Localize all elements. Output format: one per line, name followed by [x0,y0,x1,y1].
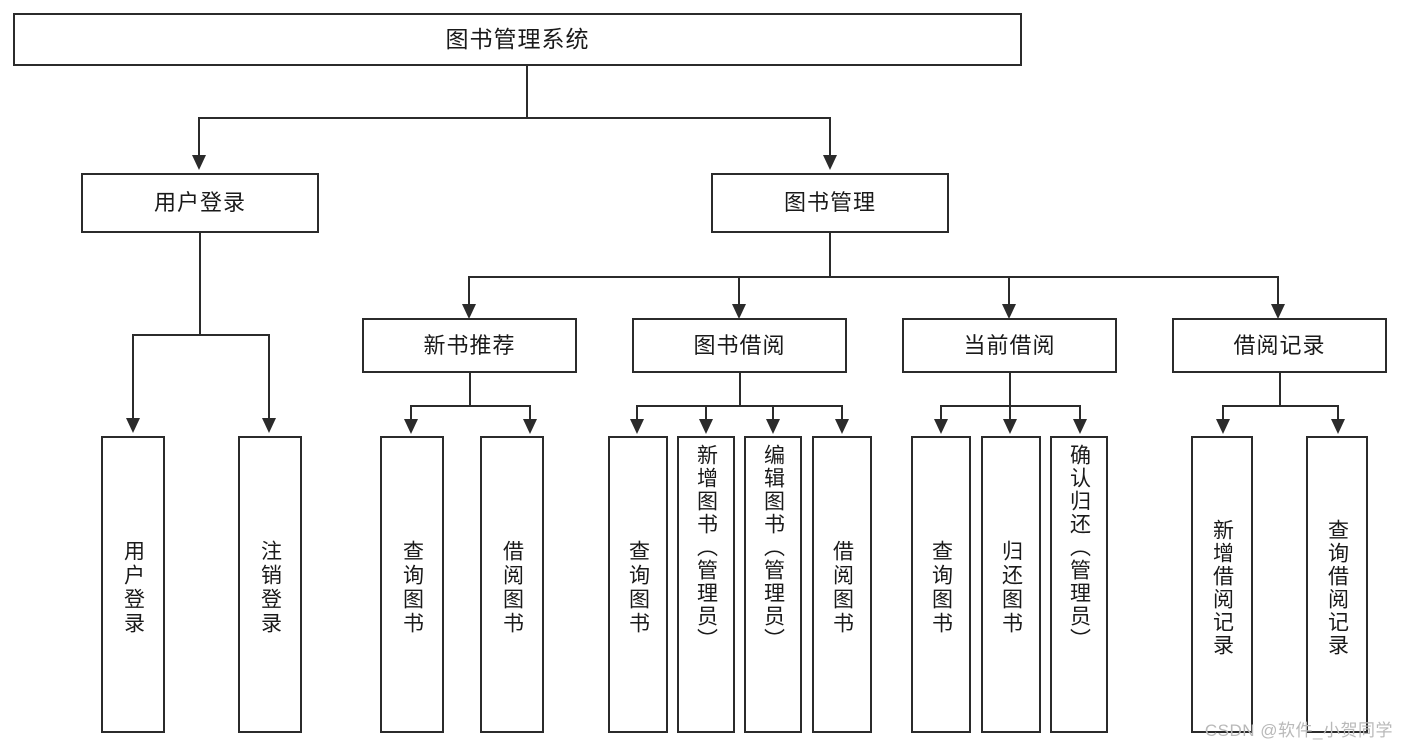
connector-nbr-child-2 [529,405,531,420]
connector-nbr-bar [410,405,531,407]
node-borrow-record[interactable]: 借阅记录 [1172,318,1387,373]
connector-nbr-stem [469,373,471,406]
leaf-confirm-return-admin[interactable]: 确认归还（管理员） [1050,436,1108,733]
arrowhead-leaf-bb-2 [699,419,713,434]
connector-book-management-stem [829,233,831,277]
connector-br-stem [1279,373,1281,406]
arrowhead-leaf-br-1 [1216,419,1230,434]
node-label: 新增图书（管理员） [694,444,718,651]
node-label: 新增借阅记录 [1210,518,1234,657]
connector-br-child-2 [1337,405,1339,420]
connector-bm-child-4 [1277,276,1279,306]
node-label: 查询借阅记录 [1325,518,1349,657]
node-label: 确认归还（管理员） [1067,444,1091,651]
connector-root-to-user-login [198,117,200,157]
connector-user-login-stem [199,233,201,335]
connector-cb-stem [1009,373,1011,406]
connector-user-login-child-1 [132,334,134,420]
node-label: 查询图书 [929,539,953,636]
arrowhead-book-management [823,155,837,170]
arrowhead-user-login [192,155,206,170]
node-label: 图书管理系统 [445,26,590,53]
node-new-book-recommend[interactable]: 新书推荐 [362,318,577,373]
connector-cb-child-3 [1079,405,1081,420]
arrowhead-leaf-user-login [126,418,140,433]
arrowhead-leaf-cb-3 [1073,419,1087,434]
leaf-query-borrow-record[interactable]: 查询借阅记录 [1306,436,1368,733]
node-root-book-management-system[interactable]: 图书管理系统 [13,13,1022,66]
arrowhead-book-borrow [732,304,746,319]
leaf-query-book-nbr[interactable]: 查询图书 [380,436,444,733]
connector-br-bar [1222,405,1339,407]
node-label: 用户登录 [121,539,145,636]
connector-bm-child-2 [738,276,740,306]
arrowhead-current-borrow [1002,304,1016,319]
leaf-query-book-bb[interactable]: 查询图书 [608,436,668,733]
arrowhead-new-book-recommend [462,304,476,319]
connector-cb-child-2 [1009,405,1011,420]
node-label: 查询图书 [626,539,650,636]
arrowhead-leaf-nbr-2 [523,419,537,434]
connector-bm-child-1 [468,276,470,306]
node-label: 图书借阅 [693,332,786,358]
node-label: 借阅图书 [830,539,854,636]
leaf-add-borrow-record[interactable]: 新增借阅记录 [1191,436,1253,733]
connector-user-login-child-2 [268,334,270,420]
node-label: 图书管理 [783,190,876,216]
connector-bb-child-2 [705,405,707,420]
connector-bb-child-4 [841,405,843,420]
arrowhead-leaf-br-2 [1331,419,1345,434]
connector-bm-child-3 [1008,276,1010,306]
arrowhead-leaf-cb-2 [1003,419,1017,434]
leaf-query-book-cb[interactable]: 查询图书 [911,436,971,733]
connector-cb-child-1 [940,405,942,420]
arrowhead-leaf-logout [262,418,276,433]
leaf-edit-book-admin[interactable]: 编辑图书（管理员） [744,436,802,733]
leaf-user-login[interactable]: 用户登录 [101,436,165,733]
connector-br-child-1 [1222,405,1224,420]
connector-nbr-child-1 [410,405,412,420]
leaf-logout[interactable]: 注销登录 [238,436,302,733]
arrowhead-borrow-record [1271,304,1285,319]
node-label: 当前借阅 [963,332,1056,358]
arrowhead-leaf-bb-3 [766,419,780,434]
connector-bb-stem [739,373,741,406]
leaf-add-book-admin[interactable]: 新增图书（管理员） [677,436,735,733]
node-label: 归还图书 [999,539,1023,636]
leaf-borrow-book-nbr[interactable]: 借阅图书 [480,436,544,733]
connector-book-management-bar [468,276,1279,278]
node-label: 注销登录 [258,539,282,636]
leaf-return-book[interactable]: 归还图书 [981,436,1041,733]
node-label: 用户登录 [153,190,246,216]
node-user-login[interactable]: 用户登录 [81,173,319,233]
connector-user-login-bar [132,334,269,336]
node-label: 查询图书 [400,539,424,636]
node-label: 借阅记录 [1233,332,1326,358]
node-label: 新书推荐 [423,332,516,358]
arrowhead-leaf-nbr-1 [404,419,418,434]
connector-bb-bar [636,405,843,407]
watermark-text: CSDN @软件_小贺同学 [1204,721,1393,740]
node-book-management[interactable]: 图书管理 [711,173,949,233]
connector-root-stem [526,66,528,118]
connector-root-bar [198,117,830,119]
node-label: 借阅图书 [500,539,524,636]
node-label: 编辑图书（管理员） [761,444,785,651]
connector-bb-child-1 [636,405,638,420]
node-current-borrow[interactable]: 当前借阅 [902,318,1117,373]
arrowhead-leaf-bb-4 [835,419,849,434]
leaf-borrow-book-bb[interactable]: 借阅图书 [812,436,872,733]
arrowhead-leaf-bb-1 [630,419,644,434]
connector-root-to-book-management [829,117,831,157]
connector-bb-child-3 [772,405,774,420]
arrowhead-leaf-cb-1 [934,419,948,434]
node-book-borrow[interactable]: 图书借阅 [632,318,847,373]
